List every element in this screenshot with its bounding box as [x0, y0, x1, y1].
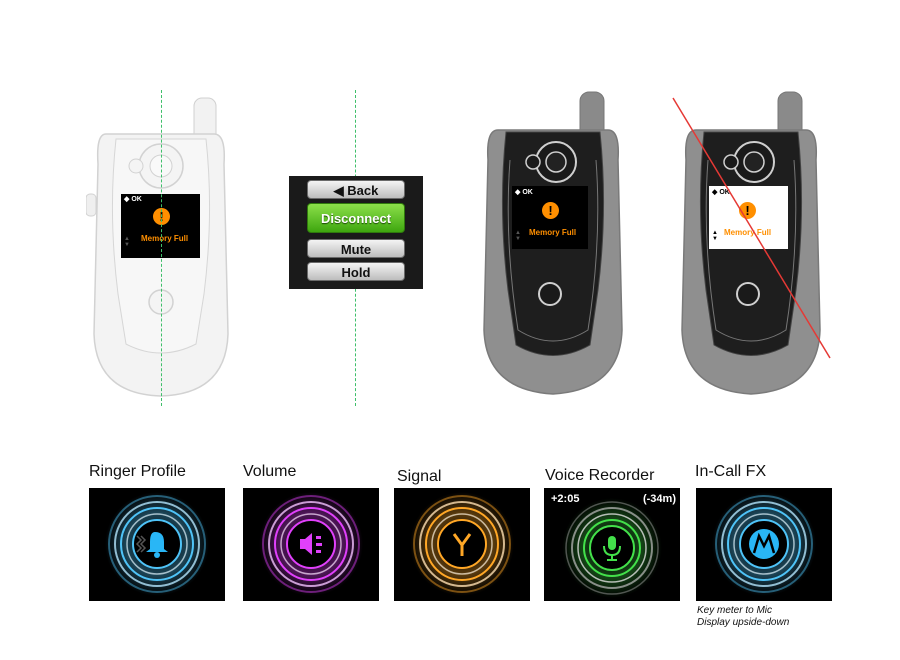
scroll-arrows-icon: ▲▼ [712, 230, 718, 242]
disconnect-button[interactable]: Disconnect [307, 203, 405, 233]
microphone-icon [603, 536, 621, 561]
tile-label-signal: Signal [397, 468, 442, 485]
hold-button[interactable]: Hold [307, 262, 405, 281]
speaker-icon [300, 533, 322, 555]
mute-button[interactable]: Mute [307, 239, 405, 258]
tile-voice-recorder[interactable]: +2:05 (-34m) [544, 488, 680, 601]
scroll-arrows-icon: ▲▼ [124, 236, 130, 248]
memory-full-message: Memory Full [141, 234, 189, 243]
note-line-1: Key meter to Mic [697, 605, 773, 616]
remaining-time: (-34m) [642, 493, 676, 505]
softkey-ok-label: ◆ OK [712, 189, 730, 196]
motorola-logo-icon [749, 529, 779, 559]
center-guide-line-1 [161, 90, 162, 406]
phone-screen-1: ◆ OK ! ▲▼ Memory Full [121, 194, 200, 258]
tile-ringer-profile[interactable] [89, 488, 225, 601]
memory-full-message: Memory Full [529, 228, 577, 237]
softkey-ok-label: ◆ OK [515, 189, 533, 196]
tile-label-ringer-profile: Ringer Profile [89, 463, 186, 480]
elapsed-time: +2:05 [551, 493, 580, 505]
scroll-arrows-icon: ▲▼ [515, 230, 521, 242]
call-menu-screen: ◀ Back Disconnect Mute Hold [289, 176, 423, 289]
tile-volume[interactable] [243, 488, 379, 601]
softkey-ok-label: ◆ OK [124, 196, 142, 203]
memory-full-message: Memory Full [724, 228, 772, 237]
tile-label-in-call-fx: In-Call FX [695, 463, 767, 480]
note-line-2: Display upside-down [697, 617, 790, 628]
in-call-fx-note: Key meter to Mic Display upside-down [697, 605, 789, 629]
tile-in-call-fx[interactable] [696, 488, 832, 601]
tile-label-volume: Volume [243, 463, 297, 480]
tile-signal[interactable] [394, 488, 530, 601]
tile-label-voice-recorder: Voice Recorder [545, 467, 655, 484]
phone-screen-dark: ◆ OK ! ▲▼ Memory Full [512, 186, 588, 249]
alert-icon: ! [542, 202, 559, 219]
bell-icon [135, 532, 168, 558]
antenna-icon [452, 533, 472, 556]
red-strike-line [672, 97, 831, 359]
back-button[interactable]: ◀ Back [307, 180, 405, 199]
